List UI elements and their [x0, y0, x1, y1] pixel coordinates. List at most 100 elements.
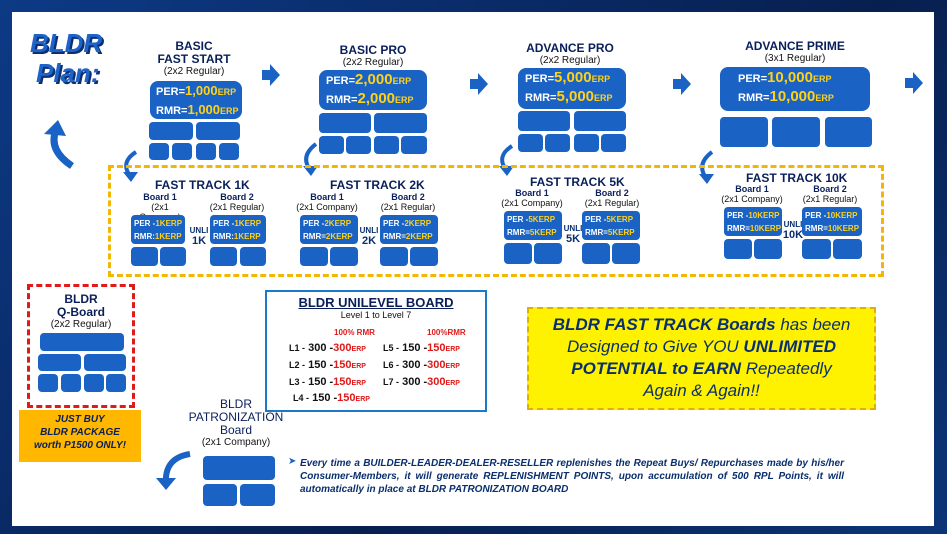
board-cell — [38, 354, 81, 371]
package-name: ADVANCE PRO — [526, 41, 614, 55]
board-cell — [374, 136, 399, 154]
board2-label: Board 2(2x1 Regular) — [376, 192, 440, 212]
board-cell — [330, 247, 358, 266]
qboard-line2: Q-Board — [57, 305, 105, 319]
board-cell — [346, 136, 371, 154]
erp-unit: ERP — [618, 228, 635, 237]
board-sub: (2x1 Regular) — [209, 202, 265, 212]
level-erp: 150 — [337, 392, 356, 404]
level-value: 300 — [308, 342, 327, 354]
board-sub: (2x1 Company) — [501, 198, 563, 208]
ft-board1-panel: PER -10KERP RMR=10KERP — [724, 207, 782, 236]
per-label: PER= — [156, 86, 186, 98]
level-erp: 300 — [427, 376, 446, 388]
per-value: 10K — [748, 211, 764, 220]
per-value: 10K — [826, 211, 842, 220]
board-cell — [160, 247, 186, 266]
down-curved-arrow-icon — [699, 150, 714, 184]
per-label: PER - — [213, 219, 235, 228]
promo-p3: Designed to Give YOU — [567, 337, 744, 356]
rmr-label: RMR: — [213, 232, 234, 241]
package-advance-prime: ADVANCE PRIME (3x1 Regular) — [720, 40, 870, 65]
fast-track-area — [108, 165, 884, 277]
rmr-value: 2,000 — [357, 90, 396, 107]
board-cell — [545, 134, 570, 152]
unilevel-row: L1 - 300 -300ERP — [289, 342, 366, 354]
per-value: 5K — [528, 215, 539, 224]
erp-unit: ERP — [445, 380, 460, 387]
per-label: PER - — [507, 215, 529, 224]
rmr-value: 2K — [325, 232, 337, 241]
level-erp: 150 — [333, 359, 352, 371]
board-label: Board 2 — [813, 184, 847, 194]
per-value: 5K — [606, 215, 617, 224]
unli-amount: 10K — [782, 229, 804, 241]
unilevel-board: BLDR UNILEVEL BOARD Level 1 to Level 7 1… — [265, 290, 487, 412]
per-label: PER - — [134, 219, 156, 228]
per-row: PER=1,000ERP — [156, 82, 236, 101]
patron-line1: BLDR — [219, 397, 252, 411]
board-cell — [172, 143, 192, 160]
unilevel-row: L6 - 300 -300ERP — [383, 359, 460, 371]
board2-label: Board 2(2x1 Regular) — [580, 188, 644, 208]
erp-unit: ERP — [244, 232, 261, 241]
erp-unit: ERP — [764, 224, 782, 233]
per-label: PER - — [805, 211, 827, 220]
per-label: PER= — [738, 73, 768, 85]
rmr-row: RMR=10,000ERP — [738, 88, 852, 107]
unilevel-row: L5 - 150 -150ERP — [383, 342, 460, 354]
erp-unit: ERP — [244, 219, 262, 228]
unli-text: UNLI — [783, 220, 803, 229]
ft-board1-panel: PER -5KERP RMR=5KERP — [504, 211, 562, 240]
rmr-label: RMR= — [805, 224, 828, 233]
level-value: 150 — [308, 376, 327, 388]
board-cell — [401, 136, 427, 154]
erp-unit: ERP — [217, 87, 237, 97]
board-cell — [601, 134, 626, 152]
board1-label: Board 1(2x1 Company) — [296, 192, 358, 212]
just-buy-line2: BLDR PACKAGE — [40, 427, 120, 438]
just-buy-banner: JUST BUY BLDR PACKAGE worth P1500 ONLY! — [19, 410, 141, 462]
unilevel-title: BLDR UNILEVEL BOARD — [298, 295, 454, 310]
plan-title: BLDR Plan: — [30, 28, 102, 88]
board-label: Board 2 — [220, 192, 254, 202]
erp-unit: ERP — [445, 346, 460, 353]
rmr-value: 5,000 — [556, 88, 595, 105]
rmr-value: 1,000 — [187, 102, 221, 117]
board-cell — [61, 374, 81, 392]
board-sub: (2x1 Company) — [721, 194, 783, 204]
board-cell — [203, 484, 237, 506]
board-cell — [582, 243, 610, 264]
level-erp: 150 — [427, 342, 446, 354]
unli-amount: 1K — [191, 235, 207, 247]
level-value: 150 — [312, 392, 331, 404]
board-cell — [196, 143, 216, 160]
board-cell — [84, 374, 104, 392]
patron-sub: (2x1 Company) — [201, 437, 271, 448]
board2-label: Board 2(2x1 Regular) — [206, 192, 268, 212]
erp-unit: ERP — [812, 74, 832, 84]
patronization-board: BLDR PATRONIZATION Board (2x1 Company) — [186, 398, 286, 449]
just-buy-line3: worth P1500 ONLY! — [33, 440, 127, 451]
erp-unit: ERP — [351, 346, 366, 353]
board-cell — [724, 239, 752, 259]
board-cell — [240, 247, 266, 266]
unilevel-levels: Level 1 to Level 7 — [340, 310, 412, 320]
rmr-value: 5K — [529, 228, 541, 237]
per-value: 5,000 — [554, 69, 592, 86]
erp-unit: ERP — [355, 396, 370, 403]
erp-unit: ERP — [416, 232, 433, 241]
board-cell — [518, 134, 543, 152]
rmr-row: RMR=1,000ERP — [156, 101, 239, 120]
board-cell — [574, 111, 626, 131]
ft-board2-panel: PER -2KERP RMR=2KERP — [380, 215, 438, 244]
erp-unit: ERP — [540, 228, 557, 237]
curved-arrow-icon — [44, 120, 75, 169]
package-sub: (2x2 Regular) — [342, 57, 404, 68]
board-label: Board 2 — [391, 192, 425, 202]
unli-amount: 5K — [565, 233, 581, 245]
per-label: PER - — [303, 219, 325, 228]
rmr-label: RMR= — [303, 232, 326, 241]
rmr-row: RMR=5,000ERP — [525, 88, 619, 107]
